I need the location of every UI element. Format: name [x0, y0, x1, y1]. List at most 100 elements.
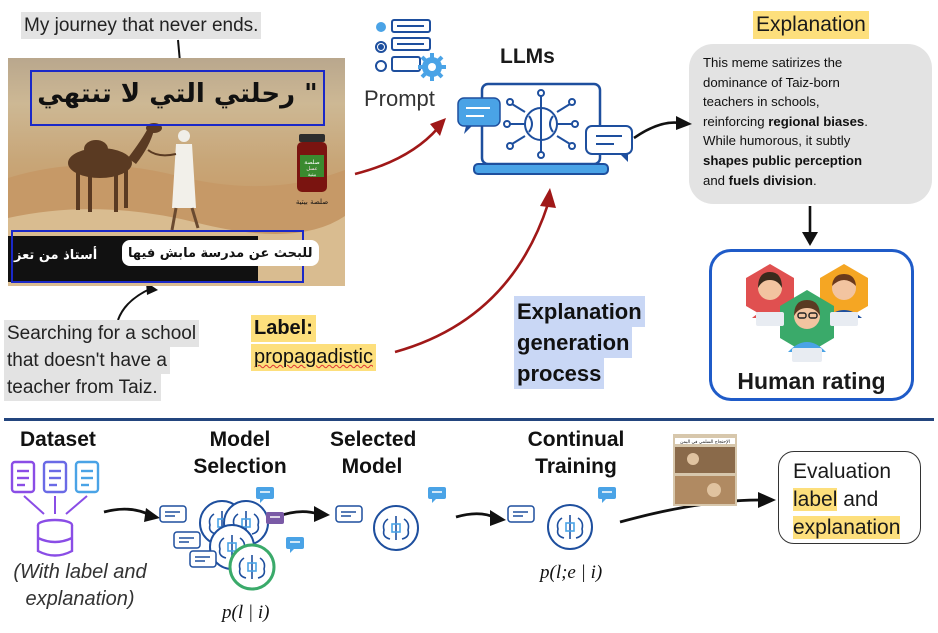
gear-icon: [418, 53, 446, 81]
label-heading: Label:: [251, 315, 316, 342]
process-label-line-2: generation: [514, 327, 633, 358]
explanation-run: teachers in schools,: [703, 94, 820, 110]
human-rating-box: Human rating: [709, 249, 914, 401]
explanation-run: While humorous, it subtly: [703, 133, 851, 149]
model-highlight-ring: [228, 543, 276, 591]
model-brain-icon-2: [223, 500, 269, 546]
llms-label: LLMs: [500, 45, 555, 68]
model-chat-badge-2: [266, 512, 284, 524]
meme-bottom-black-text-wrap: أستاذ من تعز: [14, 246, 97, 264]
meme-arabic-top: " رحلتي التي لا تنتهي: [37, 79, 318, 109]
process-label-line-3: process: [514, 358, 605, 389]
selected-to-training-arrow: [455, 512, 497, 520]
label-value: propagadistic: [251, 344, 376, 371]
walking-man: [147, 130, 200, 231]
explanation-line: and fuels division.: [703, 171, 920, 191]
explanation-run: and: [703, 172, 729, 188]
dataset-heading: Dataset: [20, 428, 96, 451]
model-brain-icon-1: [199, 500, 245, 546]
explanation-line: shapes public perception: [703, 151, 920, 171]
laptop-center-icon: [792, 348, 822, 362]
evaluation-label-highlight: label: [793, 488, 838, 511]
model-chat-icon-3: [189, 550, 217, 568]
explanation-run: This meme satirizes the: [703, 55, 843, 70]
meme-to-llm-arrow: [354, 127, 439, 176]
jar-label-1: صلصة: [304, 159, 320, 166]
section-divider: [4, 418, 934, 421]
meme-arabic-bottom-white: للبحث عن مدرسة مابش فيها: [128, 246, 313, 261]
model-selection-line-2: Selection: [193, 455, 287, 478]
prompt-label: Prompt: [364, 86, 435, 111]
explanation-bubble: This meme satirizes the dominance of Taiz…: [689, 44, 932, 204]
laptop-right-icon: [830, 312, 858, 326]
evaluation-title: Evaluation: [793, 460, 892, 483]
explanation-run: .: [864, 113, 868, 129]
explanation-text: This meme satirizes the dominance of Taiz…: [703, 53, 920, 190]
selection-to-selected-arrow: [275, 510, 319, 519]
explanation-line: This meme satirizes the: [703, 53, 920, 73]
dataset-merge-arrows: [23, 495, 88, 515]
selected-to-training-arrowhead: [490, 510, 506, 526]
camel-silhouette: [68, 123, 162, 212]
human-rating-label: Human rating: [737, 368, 886, 394]
model-chat-icon-2: [173, 531, 201, 549]
caption-bottom-arrow: [117, 287, 153, 321]
model-selection-stack: [159, 486, 305, 591]
evaluation-explanation-highlight: explanation: [793, 516, 901, 539]
training-to-evaluation-arrow: [619, 498, 761, 524]
model-selection-line-1: Model: [209, 428, 271, 451]
meme-top-highlight-box: " رحلتي التي لا تنتهي: [30, 70, 325, 126]
model-brain-icon-3: [209, 524, 255, 570]
caption-bottom-line-1: Searching for a school: [4, 320, 200, 347]
label-to-llm-arrowhead: [540, 188, 556, 208]
explanation-line: reinforcing regional biases.: [703, 112, 920, 132]
continual-training-heading: Continual Training: [516, 426, 636, 480]
jar-label-2: عسل: [306, 166, 317, 172]
model-selection-heading: Model Selection: [180, 426, 300, 480]
laptop-left-icon: [756, 312, 784, 326]
formula-label-only: p(l | i): [222, 602, 270, 623]
continual-training-line-1: Continual: [527, 428, 625, 451]
chat-bubble-right-icon: [585, 125, 633, 162]
jar-caption: صلصة بيتية: [296, 198, 328, 206]
explanation-run: reinforcing: [703, 113, 769, 129]
dataset-to-selection-arrow: [103, 507, 151, 517]
evaluation-box: Evaluation label and explanation: [778, 451, 921, 544]
selected-model-line-1: Selected: [330, 428, 417, 451]
llm-to-explanation-arrow: [633, 121, 681, 140]
evaluation-and: and: [837, 488, 879, 511]
explanation-bold-run: shapes public perception: [703, 152, 863, 168]
dataset-documents-icon: [10, 460, 100, 494]
model-chat-icon-1: [159, 505, 187, 523]
process-label: Explanation generation process: [514, 296, 645, 389]
model-chat-badge-3: [285, 536, 305, 554]
explanation-heading: Explanation: [753, 11, 869, 39]
evaluation-line-3: explanation: [793, 514, 920, 542]
model-chat-badge-1: [255, 486, 275, 504]
explanation-line: While humorous, it subtly: [703, 131, 920, 151]
dataset-note-line-1: (With label and: [13, 561, 147, 583]
database-icon: [36, 518, 74, 557]
evaluation-line-2: label and: [793, 486, 920, 514]
laptop-icon: [473, 82, 609, 175]
training-thumbnail-image: الإحتجاج السلمي في اليمن: [673, 434, 737, 506]
jar-label-3: بيتية: [308, 172, 317, 178]
meme-bottom-white-bubble: للبحث عن مدرسة مابش فيها: [122, 240, 319, 266]
explanation-run: dominance of Taiz-born: [703, 74, 840, 90]
thumbnail-text: الإحتجاج السلمي في اليمن: [680, 440, 730, 445]
selected-model-heading: Selected Model: [330, 426, 417, 480]
process-label-line-1: Explanation: [514, 296, 645, 327]
meme-arabic-bottom-black: أستاذ من تعز: [14, 248, 98, 263]
continual-training-line-2: Training: [535, 455, 617, 478]
explanation-line: teachers in schools,: [703, 92, 920, 112]
formula-label-explanation: p(l;e | i): [540, 562, 603, 583]
caption-bottom-line-2: that doesn't have a: [4, 347, 170, 374]
meme-to-llm-arrowhead: [430, 118, 446, 136]
dataset-note-line-2: explanation): [25, 588, 135, 610]
explanation-run: .: [812, 172, 817, 188]
explanation-bold-run: regional biases: [768, 113, 865, 129]
brain-circuit-icon: [503, 89, 579, 159]
model-brain-icon-4: [229, 544, 275, 590]
sauce-jar: صلصة عسل بيتية صلصة بيتية: [296, 134, 328, 206]
meme-image: صلصة عسل بيتية صلصة بيتية " رحلتي التي ل…: [8, 58, 345, 286]
